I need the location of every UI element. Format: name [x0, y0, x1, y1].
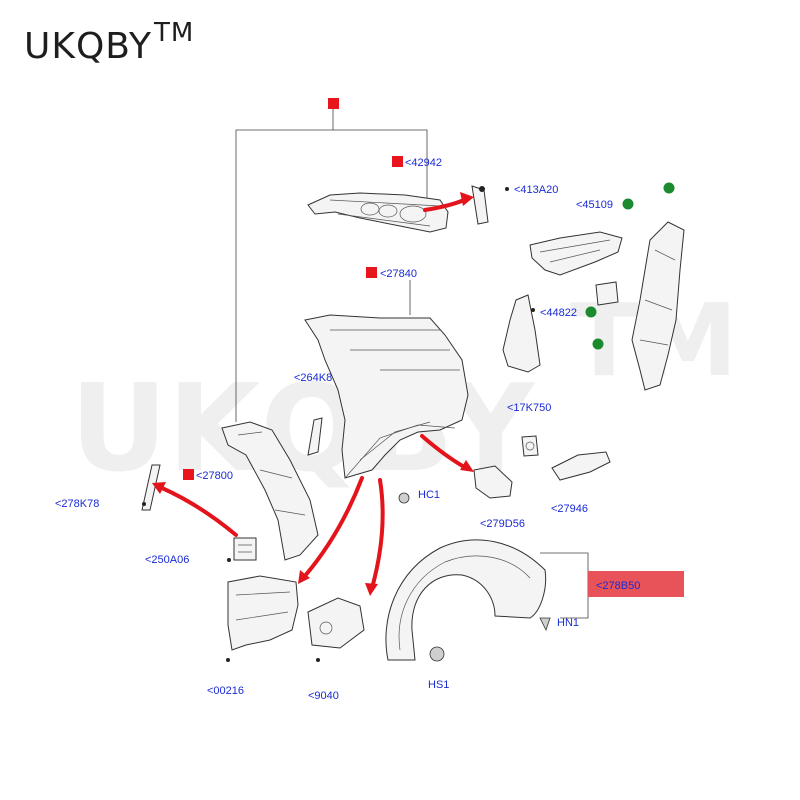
brand-logo: UKQBYTM	[24, 18, 194, 67]
label-HN1: HN1	[557, 617, 579, 629]
label-278B50: <278B50	[596, 580, 640, 592]
label-264K8: <264K8	[294, 372, 332, 384]
carryover-marker-pillar	[663, 182, 675, 194]
part-clip-plate	[595, 281, 619, 306]
label-27800: <27800	[196, 470, 233, 482]
new-part-marker-27840	[366, 267, 377, 278]
part-HC1	[398, 492, 410, 504]
label-HS1: HS1	[428, 679, 449, 691]
label-27946: <27946	[551, 503, 588, 515]
label-17K750: <17K750	[507, 402, 551, 414]
part-278B50	[385, 539, 547, 661]
new-part-marker-42942	[392, 156, 403, 167]
part-quarter-panel	[304, 314, 469, 479]
part-44822	[502, 294, 541, 373]
part-27946	[551, 451, 611, 481]
leader-dots	[142, 187, 535, 662]
part-labels: <42942 <413A20 <45109 <27840 <44822 <264…	[55, 157, 640, 702]
label-42942: <42942	[405, 157, 442, 169]
label-00216: <00216	[207, 685, 244, 697]
part-279D56	[473, 465, 513, 499]
arrow-to-9040	[370, 478, 385, 590]
label-250A06: <250A06	[145, 554, 189, 566]
part-9040	[307, 597, 365, 649]
part-HS1	[429, 646, 445, 662]
label-279D56: <279D56	[480, 518, 525, 530]
part-250A06	[233, 537, 257, 561]
part-00216	[227, 575, 299, 651]
highlight-278B50	[588, 571, 684, 597]
part-278K78	[141, 464, 161, 511]
brand-tm: TM	[154, 18, 195, 48]
label-45109: <45109	[576, 199, 613, 211]
part-17K750	[521, 435, 539, 457]
bracket-line-left	[235, 109, 334, 422]
arrow-to-278K78	[160, 486, 238, 537]
label-9040: <9040	[308, 690, 339, 702]
carryover-marker-45109	[622, 198, 634, 210]
label-27840: <27840	[380, 268, 417, 280]
carryover-marker-44822	[585, 306, 597, 318]
carryover-marker-clip	[592, 338, 604, 350]
bracket-line-right	[333, 129, 428, 202]
part-right-pillar	[631, 221, 685, 391]
bracket-lines	[235, 98, 589, 619]
part-HN1	[539, 617, 551, 632]
brand-name: UKQBY	[24, 26, 153, 67]
part-bracket-413A20	[471, 185, 489, 225]
arrow-heads	[152, 192, 474, 596]
arrow-to-00216	[302, 476, 364, 579]
label-44822: <44822	[540, 307, 577, 319]
part-27800	[221, 421, 319, 561]
part-45109	[529, 231, 623, 276]
arrow-to-413A20	[423, 198, 466, 212]
part-264K8	[307, 417, 323, 456]
label-HC1: HC1	[418, 489, 440, 501]
new-part-marker-27800	[183, 469, 194, 480]
markers	[183, 156, 675, 480]
assembly-marker	[328, 98, 339, 109]
label-413A20: <413A20	[514, 184, 558, 196]
part-upper-panel	[307, 192, 449, 233]
label-278K78: <278K78	[55, 498, 99, 510]
bracket-278B50	[540, 552, 589, 619]
